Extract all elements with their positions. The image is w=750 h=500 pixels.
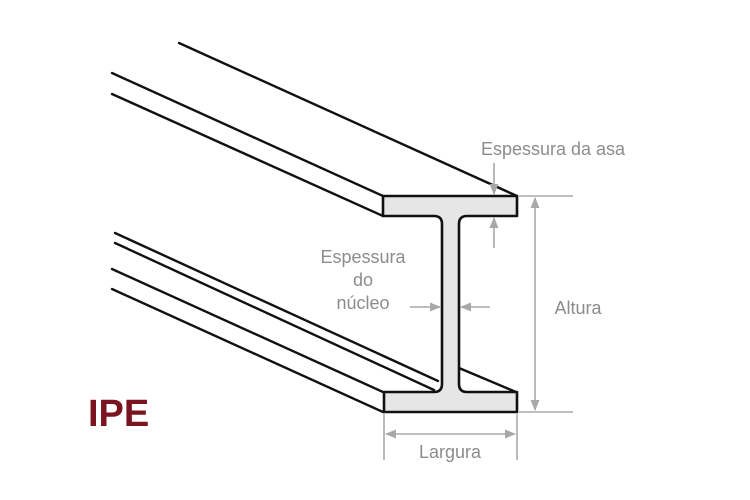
- web-thickness-label-line2: do: [353, 270, 373, 290]
- lower-flange-edges: [110, 231, 518, 414]
- web-thickness-label-line1: Espessura: [320, 247, 406, 267]
- upper-flange-edges: [110, 41, 519, 218]
- flange-thickness-label: Espessura da asa: [481, 139, 626, 159]
- width-label: Largura: [419, 442, 482, 462]
- web-thickness-label-line3: núcleo: [336, 293, 389, 313]
- profile-type-title: IPE: [88, 393, 149, 435]
- height-label: Altura: [554, 298, 602, 318]
- height-dimension: [519, 195, 573, 413]
- i-section-profile: [381, 194, 519, 414]
- width-dimension: [383, 414, 518, 460]
